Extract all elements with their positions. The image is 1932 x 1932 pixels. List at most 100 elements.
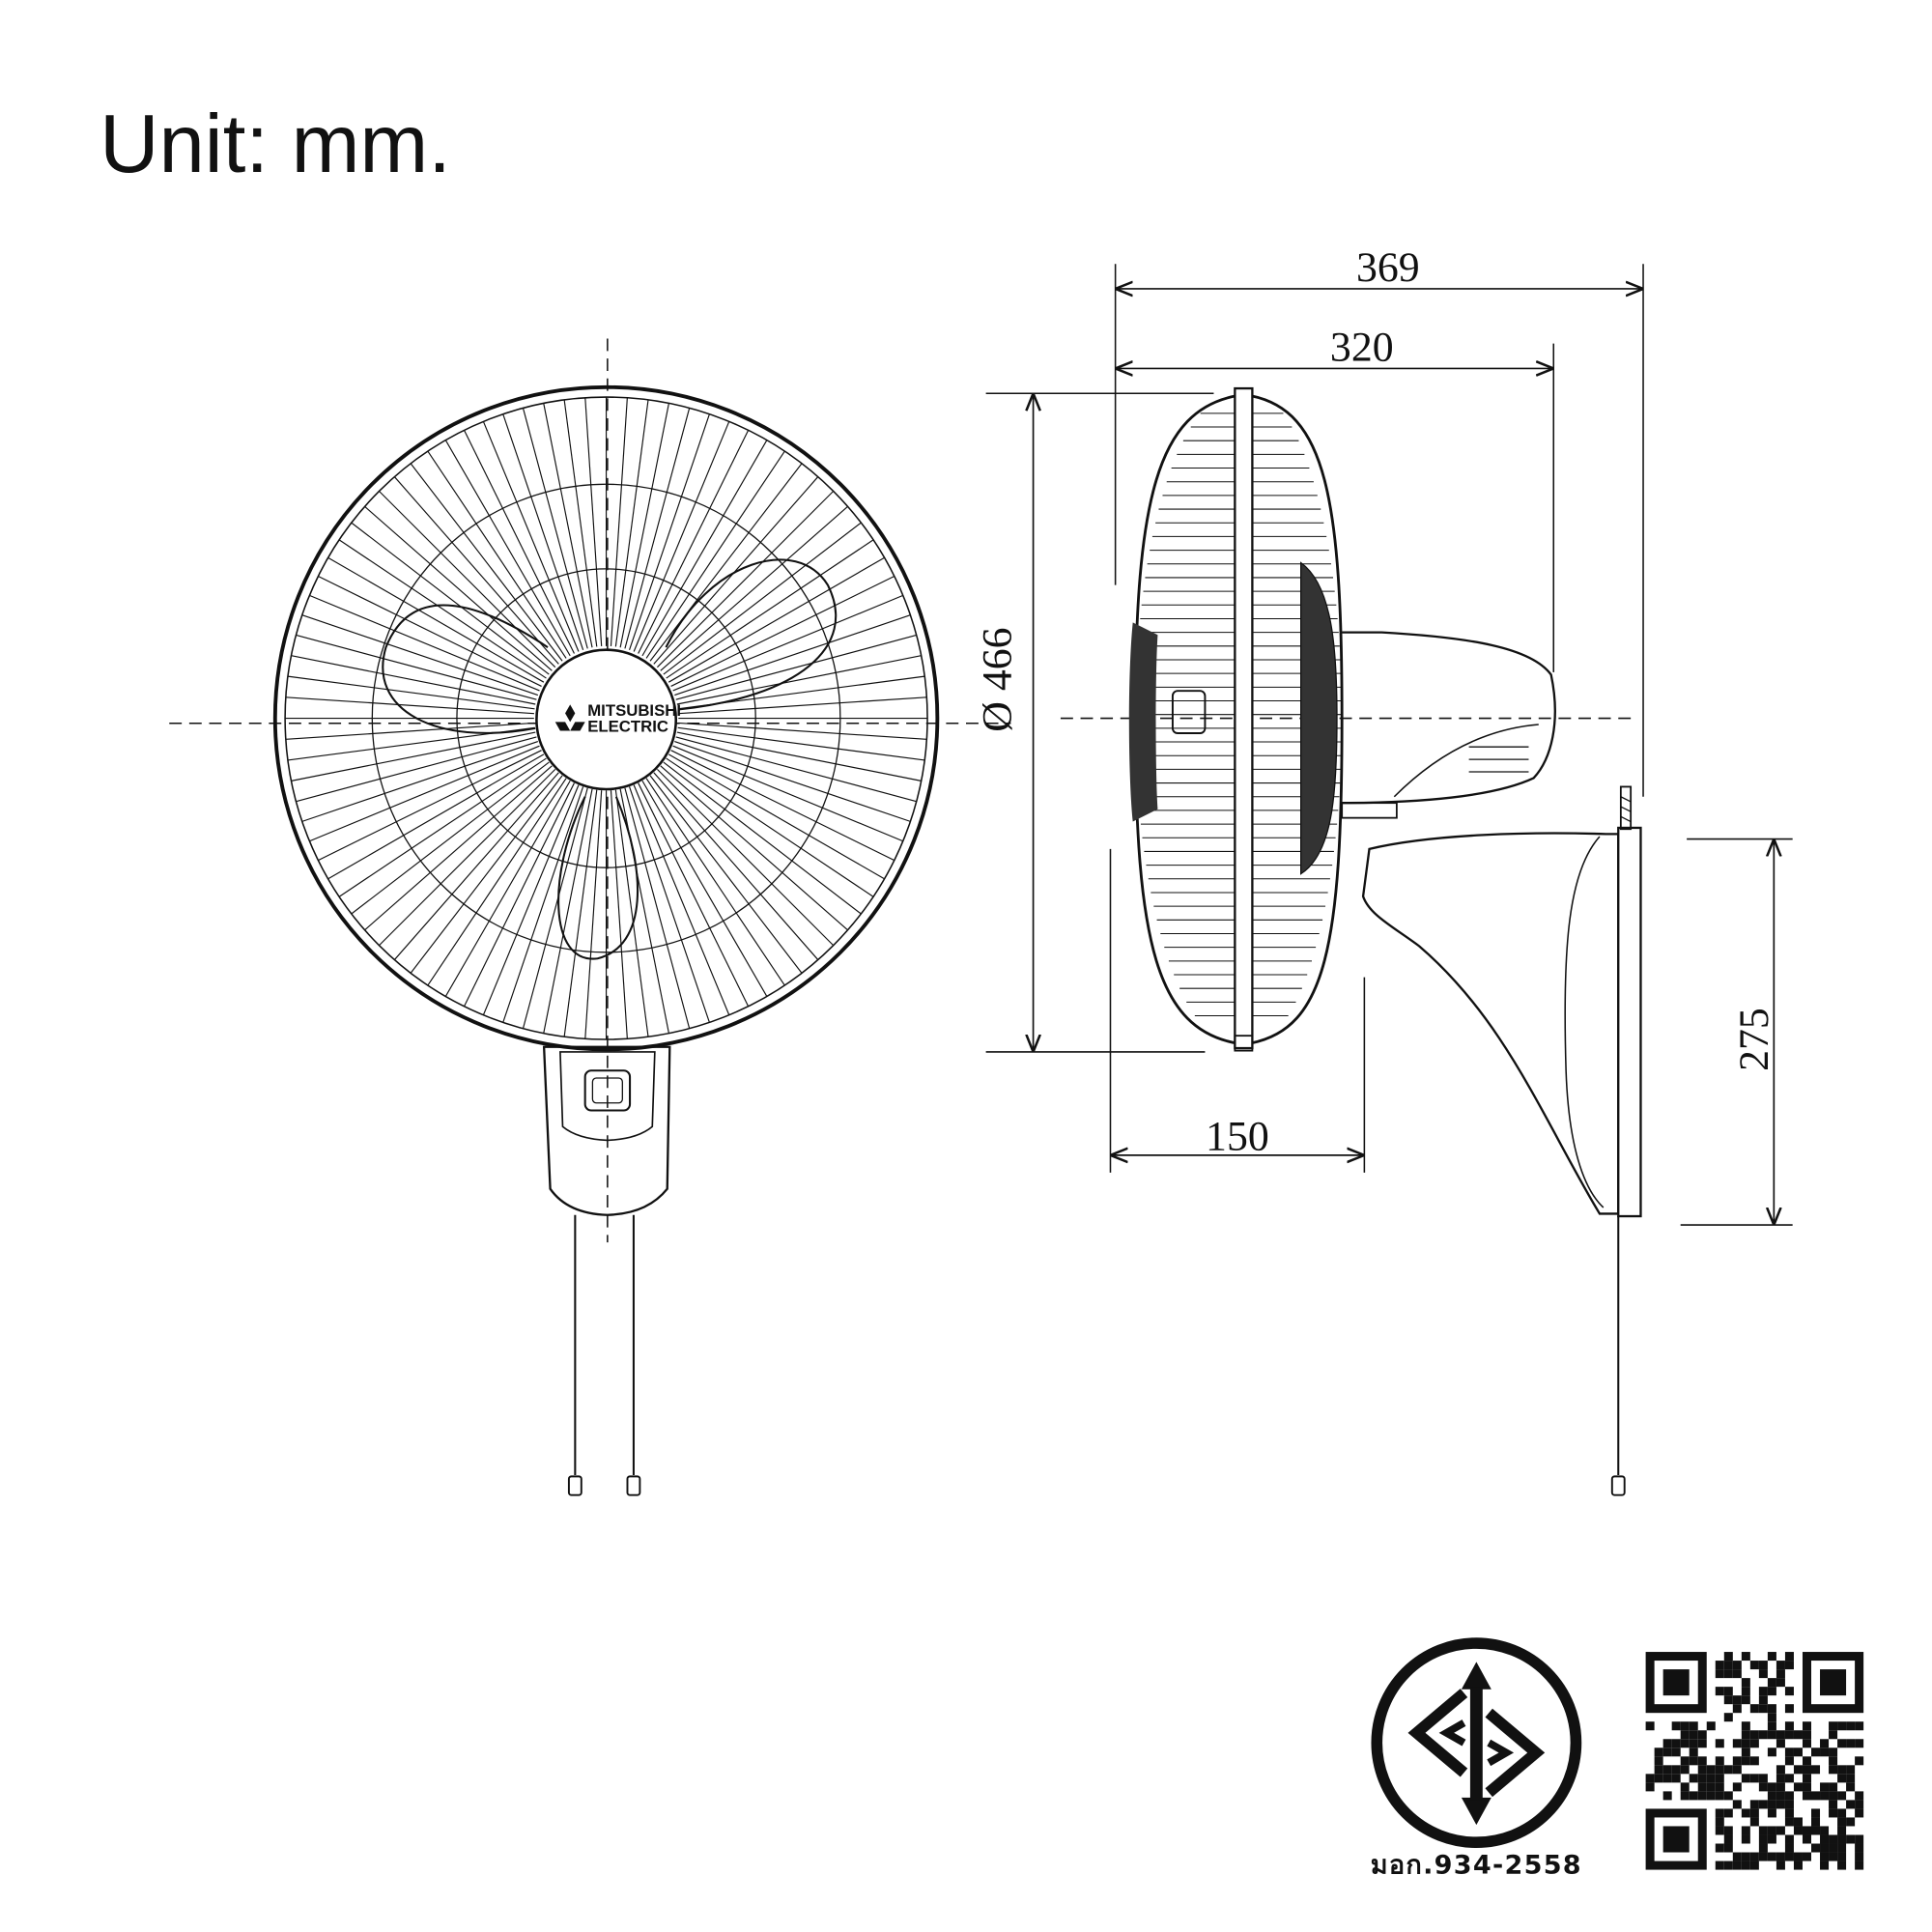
grille-spoke [668, 556, 885, 683]
motor-housing [1342, 631, 1556, 805]
unit-label: Unit: mm. [99, 99, 451, 190]
grille-spoke [522, 408, 588, 649]
grille-spoke [309, 745, 540, 842]
fan-blade [382, 604, 549, 734]
grille-spoke [677, 726, 925, 761]
grille-spoke [410, 463, 563, 662]
grille-spoke [291, 731, 536, 781]
side-view [1060, 386, 1642, 1496]
pull-cord-knob-right [626, 1475, 641, 1496]
grille-spoke [628, 786, 710, 1023]
grille-outer-rim [272, 384, 940, 1052]
grille-spoke [678, 722, 927, 740]
grille-spoke [641, 440, 768, 657]
grille-spoke [676, 731, 922, 781]
grille-spoke [676, 655, 922, 705]
wall-mounting-plate [1617, 826, 1642, 1218]
front-view: MITSUBISHI ELECTRIC [169, 338, 1011, 1496]
wall-bracket-inner-edge [1564, 836, 1605, 1208]
grille-spoke [628, 413, 710, 650]
grille-spoke [666, 757, 874, 897]
grille-spoke [364, 765, 553, 931]
grille-clip [1234, 1035, 1254, 1052]
grille-spoke [641, 780, 768, 997]
grille-spoke [670, 750, 895, 862]
grille-spoke [645, 450, 785, 659]
grille-spoke [672, 745, 904, 842]
grille-spoke [502, 413, 584, 650]
grille-spoke [296, 736, 537, 803]
grille-spoke [351, 522, 550, 675]
grille-spoke [660, 505, 848, 671]
grille-spoke [663, 522, 862, 675]
grille-spoke [619, 403, 669, 648]
grille-spoke [482, 421, 580, 652]
side-pull-cord-knob [1610, 1475, 1626, 1496]
grille-spoke [624, 787, 691, 1029]
grille-spokes [285, 397, 928, 1040]
dim-head-depth: 320 [1330, 325, 1394, 371]
grille-spoke [653, 476, 819, 665]
front-grille-outline [1250, 394, 1344, 1045]
grille-spoke [464, 782, 575, 1008]
grille-spoke [678, 696, 927, 715]
grille-spoke [410, 775, 563, 974]
tis-emblem-icon [1407, 1662, 1546, 1826]
front-grille: MITSUBISHI ELECTRIC [272, 384, 940, 1052]
grille-spoke [379, 768, 556, 947]
grille-spoke [649, 463, 803, 662]
grille-spoke [657, 491, 835, 668]
grille-spoke [563, 399, 598, 647]
grille-spoke [318, 750, 542, 862]
grille-spoke [427, 778, 567, 986]
grille-spoke [285, 722, 535, 740]
grille-spoke [427, 450, 567, 659]
grille-spoke [584, 397, 603, 646]
grille-spoke [327, 753, 545, 880]
grille-spoke [318, 576, 542, 687]
grille-spoke [338, 539, 547, 679]
grille-spoke [614, 789, 649, 1037]
control-box-panel [559, 1051, 656, 1142]
grille-spoke [614, 399, 649, 647]
tis-certification-mark: มอก.934-2558 [1371, 1637, 1582, 1880]
grille-spoke [633, 784, 730, 1015]
grille-spoke [675, 736, 917, 803]
grille-spoke [563, 789, 598, 1037]
dim-overall-depth: 369 [1356, 244, 1420, 291]
grille-spoke [379, 491, 556, 668]
grille-spoke [653, 772, 819, 960]
brand-line-1: MITSUBISHI [587, 701, 681, 720]
mounting-screw [1619, 785, 1633, 831]
grille-clamp-ring [1234, 386, 1254, 1050]
grille-spoke [327, 556, 545, 683]
wall-bracket [1361, 832, 1620, 1215]
qr-code-icon [1640, 1646, 1869, 1875]
dim-mount-height: 275 [1731, 1008, 1777, 1071]
dimension-lines: 369 320 Ø 466 150 275 [974, 244, 1793, 1226]
fan-blade [665, 558, 838, 711]
grille-spoke [301, 740, 539, 822]
grille-spoke [584, 790, 603, 1039]
fan-hub [535, 648, 678, 791]
rear-grille-shadow [1128, 622, 1158, 822]
grille-spoke [393, 772, 559, 960]
grille-spoke [502, 786, 584, 1023]
grille-spoke [543, 403, 593, 648]
control-button-inner [591, 1077, 623, 1104]
grille-spoke [444, 780, 571, 997]
grille-spoke [351, 761, 550, 915]
grille-spoke [670, 576, 895, 687]
grille-spoke [624, 408, 691, 649]
control-box [542, 1045, 671, 1496]
grille-spoke [668, 753, 885, 880]
tis-standard-number: มอก.934-2558 [1371, 1850, 1582, 1880]
grille-spoke [660, 765, 848, 931]
grille-spoke [338, 757, 547, 897]
grille-spoke [309, 594, 540, 692]
grille-spoke [674, 614, 911, 696]
dim-bracket-depth: 150 [1206, 1114, 1269, 1160]
grille-spoke [482, 784, 580, 1015]
grille-spoke [393, 476, 559, 665]
